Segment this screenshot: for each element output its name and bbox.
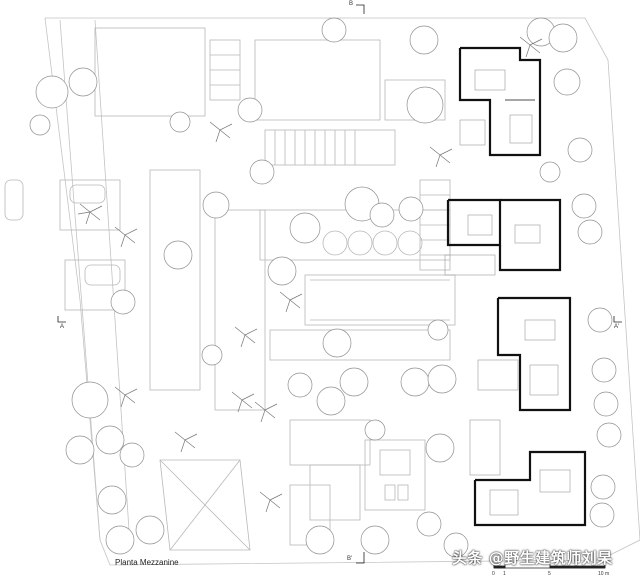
section-mark-a-right: A' [614,324,620,330]
scale-label-10m: 10 m [598,571,610,577]
north-buildings [94,27,446,166]
scale-label-0: 0 [492,571,495,577]
parking [4,179,126,311]
trees [29,17,622,558]
scale-label-1: 1 [503,571,506,577]
villa-interiors [444,69,571,516]
section-mark-a-left: A [60,324,65,330]
site-boundary [44,17,640,566]
section-mark-b-bottom: B' [347,556,353,562]
watermark: 头条 @野生建筑师刘杲 [452,549,613,567]
villa-units [446,46,587,527]
scale-label-5: 5 [548,571,551,577]
south-pavilion [159,419,426,551]
section-mark-b-top: B [349,1,354,7]
scale-bar [493,564,606,569]
palm-trees [77,36,543,513]
plan-title: Planta Mezzanine [115,558,179,567]
section-markers [57,4,622,564]
